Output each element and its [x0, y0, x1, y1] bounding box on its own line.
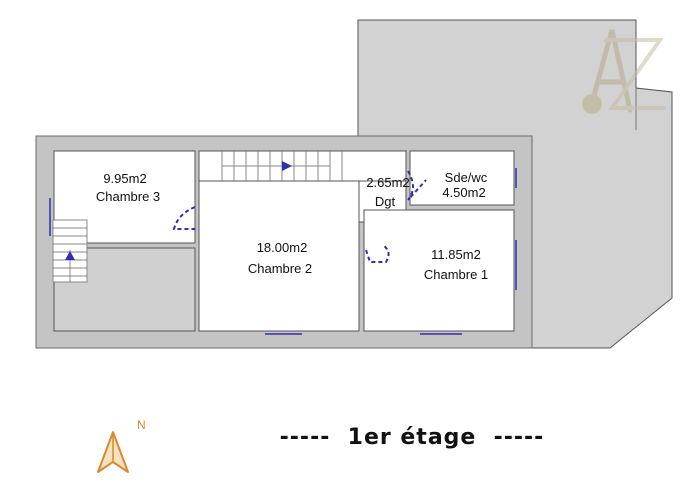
- door-sde-wc: [407, 170, 427, 201]
- sde-wc-name: Sde/wc: [445, 170, 488, 185]
- chambre-1-area: 11.85m2: [431, 247, 481, 262]
- watermark-logo: [582, 29, 666, 114]
- room-sde-wc: [409, 150, 515, 206]
- compass-label: N: [137, 418, 146, 432]
- sde-wc-area: 4.50m2: [442, 185, 485, 200]
- north-compass: N: [97, 418, 146, 473]
- chambre-2-name: Chambre 2: [248, 261, 312, 276]
- windows: [49, 168, 517, 335]
- staircase-upper: [221, 151, 343, 181]
- room-chambre-2: [198, 180, 360, 332]
- chambre-1-name: Chambre 1: [424, 267, 488, 282]
- chambre-3-name: Chambre 3: [96, 189, 160, 204]
- door-chambre-3: [172, 206, 196, 230]
- degagement-name: Dgt: [375, 194, 396, 209]
- chambre-3-area: 9.95m2: [103, 171, 146, 186]
- door-chambre-1: [365, 245, 390, 263]
- chambre-2-area: 18.00m2: [257, 240, 308, 255]
- degagement-area: 2.65m2: [366, 175, 409, 190]
- room-chambre-1: [363, 209, 515, 332]
- doors: [172, 170, 427, 263]
- floor-title: ----- 1er étage -----: [280, 425, 545, 450]
- staircase-left: [52, 219, 88, 283]
